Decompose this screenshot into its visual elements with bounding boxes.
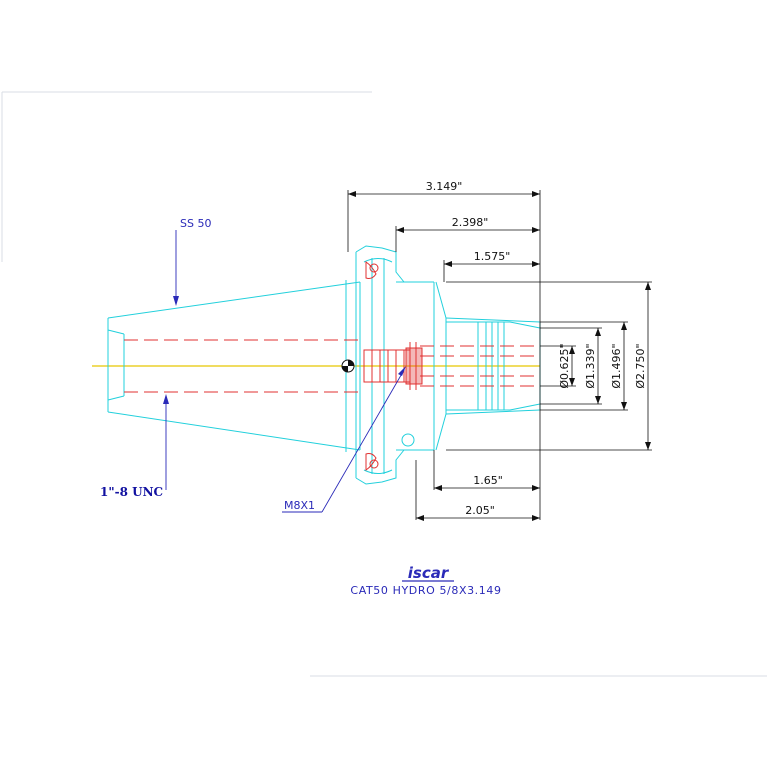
dim-shank-length: 2.05": [465, 504, 495, 517]
logo-mark: iscar: [402, 564, 454, 582]
dim-neck-diameter: Ø1.496": [610, 343, 623, 388]
taper-shank: [107, 281, 361, 451]
taper-callout: SS 50: [180, 217, 211, 230]
thread-callout: 1"-8 UNC: [100, 485, 163, 499]
dim-flange-to-end: 2.398": [452, 216, 489, 229]
orientation-notch: [341, 359, 355, 373]
logo-text: iscar: [408, 564, 450, 582]
sheet-frame: [1, 91, 767, 677]
callout-arrows: [163, 296, 406, 404]
dim-clamp-diameter: Ø1.339": [584, 343, 597, 388]
dimension-arrows: [348, 191, 651, 521]
hidden-lines: [124, 339, 540, 393]
callout-leaders: [165, 230, 405, 513]
drawing-title: CAT50 HYDRO 5/8X3.149: [350, 584, 501, 597]
dimension-lines: [347, 190, 652, 520]
dim-body-length: 1.65": [473, 474, 503, 487]
dim-body-diameter: Ø2.750": [634, 343, 647, 388]
screw-callout: M8X1: [284, 499, 315, 512]
dim-bore-depth: 1.575": [474, 250, 511, 263]
dim-overall-length: 3.149": [426, 180, 463, 193]
dim-bore-diameter: Ø0.625": [558, 343, 571, 388]
